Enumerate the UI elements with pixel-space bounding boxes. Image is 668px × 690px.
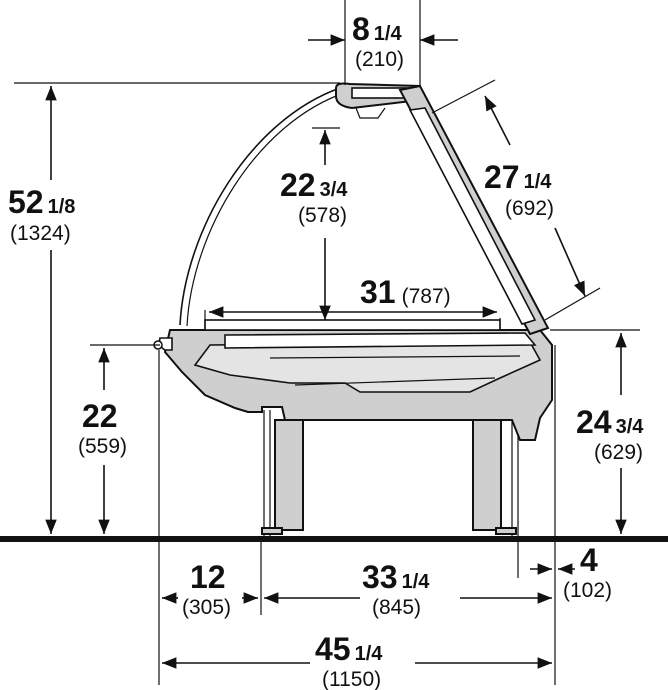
total-depth-value: 45	[315, 631, 351, 667]
svg-text:271/4: 271/4	[484, 159, 552, 195]
svg-text:331/4: 331/4	[362, 559, 430, 595]
front-overhang-value: 12	[190, 559, 226, 595]
total-depth-mm: (1150)	[322, 668, 381, 690]
total-height-mm: (1324)	[10, 222, 71, 245]
dimension-front-height: 22 (559)	[78, 344, 160, 534]
total-height-fraction: 1/8	[48, 196, 76, 218]
svg-text:31(787): 31 (787)	[360, 274, 451, 310]
front-leg	[274, 419, 304, 531]
inner-depth-mm: (787)	[402, 285, 451, 308]
glass-length-fraction: 1/4	[524, 171, 553, 193]
glass-length-mm: (692)	[505, 197, 554, 220]
top-width-fraction: 1/4	[374, 23, 403, 45]
inner-height-value: 22	[280, 167, 316, 203]
svg-text:81/4: 81/4	[352, 11, 402, 47]
base-depth-mm: (845)	[372, 596, 421, 619]
inner-depth-value: 31	[360, 274, 396, 310]
rear-height-mm: (629)	[594, 441, 643, 464]
front-height-mm: (559)	[78, 435, 127, 458]
front-overhang-mm: (305)	[182, 596, 231, 619]
curved-glass	[179, 87, 341, 326]
floor-line	[0, 536, 668, 542]
rear-leg	[472, 419, 502, 531]
svg-text:223/4: 223/4	[280, 167, 348, 203]
front-height-value: 22	[82, 398, 118, 434]
dimension-front-overhang: 12 (305)	[162, 559, 258, 619]
total-depth-fraction: 1/4	[355, 643, 384, 665]
svg-text:521/8: 521/8	[8, 184, 75, 220]
rear-height-value: 24	[576, 404, 612, 440]
display-case	[153, 82, 553, 536]
total-height-value: 52	[8, 184, 44, 220]
shelf	[204, 319, 501, 331]
svg-text:451/4: 451/4	[315, 631, 383, 667]
glass-length-value: 27	[484, 159, 520, 195]
rear-height-fraction: 3/4	[616, 416, 645, 438]
inner-height-mm: (578)	[298, 204, 347, 227]
base-depth-fraction: 1/4	[402, 571, 431, 593]
svg-text:243/4: 243/4	[576, 404, 644, 440]
dimension-inner-depth: 31 (787)	[209, 274, 497, 318]
base-depth-value: 33	[362, 559, 398, 595]
rear-offset-mm: (102)	[563, 579, 612, 602]
dimension-rear-offset: 4 (102)	[530, 542, 612, 602]
rear-offset-value: 4	[580, 542, 598, 578]
inner-height-fraction: 3/4	[320, 179, 349, 201]
top-width-mm: (210)	[355, 48, 404, 71]
top-width-value: 8	[352, 11, 370, 47]
